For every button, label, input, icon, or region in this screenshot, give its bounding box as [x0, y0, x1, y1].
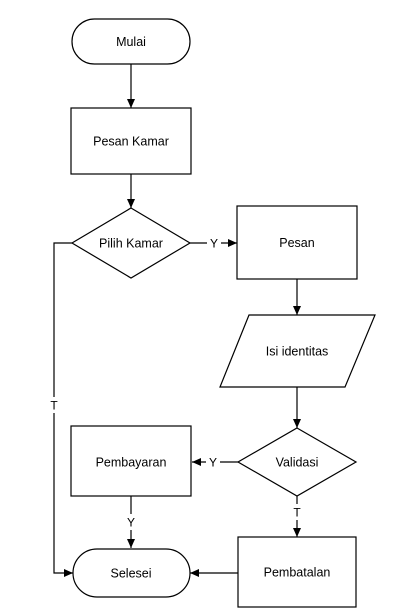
decision-shape [236, 427, 358, 497]
decision-shape [70, 207, 192, 279]
edge-label-choose-room-yes: Y [210, 237, 218, 251]
node-fill-identity: Isi identitas [219, 314, 376, 388]
terminal-shape [72, 548, 191, 598]
node-validate: Validasi [236, 427, 358, 497]
node-payment-label: Pembayaran [96, 456, 167, 470]
process-shape [70, 425, 192, 497]
edge-label-choose-room-no: T [50, 399, 58, 413]
node-validate-label: Validasi [276, 456, 319, 470]
process-shape [70, 107, 192, 175]
node-order-room: Pesan Kamar [70, 107, 192, 175]
node-payment: Pembayaran [70, 425, 192, 497]
node-choose-room: Pilih Kamar [70, 207, 192, 279]
node-order-label: Pesan [279, 236, 314, 250]
node-choose-room-label: Pilih Kamar [99, 237, 163, 251]
input-output-shape [219, 314, 376, 388]
edge-labels: Y T Y T Y [47, 235, 304, 530]
node-fill-identity-label: Isi identitas [266, 345, 329, 359]
node-cancel-label: Pembatalan [264, 566, 331, 580]
node-order: Pesan [236, 205, 358, 280]
edge-label-validate-no: T [293, 506, 301, 520]
node-start-label: Mulai [116, 35, 146, 49]
node-end-label: Selesei [111, 567, 152, 581]
node-order-room-label: Pesan Kamar [93, 135, 169, 149]
process-shape [236, 205, 358, 280]
node-start: Mulai [71, 18, 191, 65]
edge-label-validate-yes: Y [209, 456, 217, 470]
node-end: Selesei [72, 548, 191, 598]
process-shape [237, 536, 357, 608]
edge-label-payment-yes: Y [127, 516, 135, 530]
node-cancel: Pembatalan [237, 536, 357, 608]
terminal-shape [71, 18, 191, 65]
